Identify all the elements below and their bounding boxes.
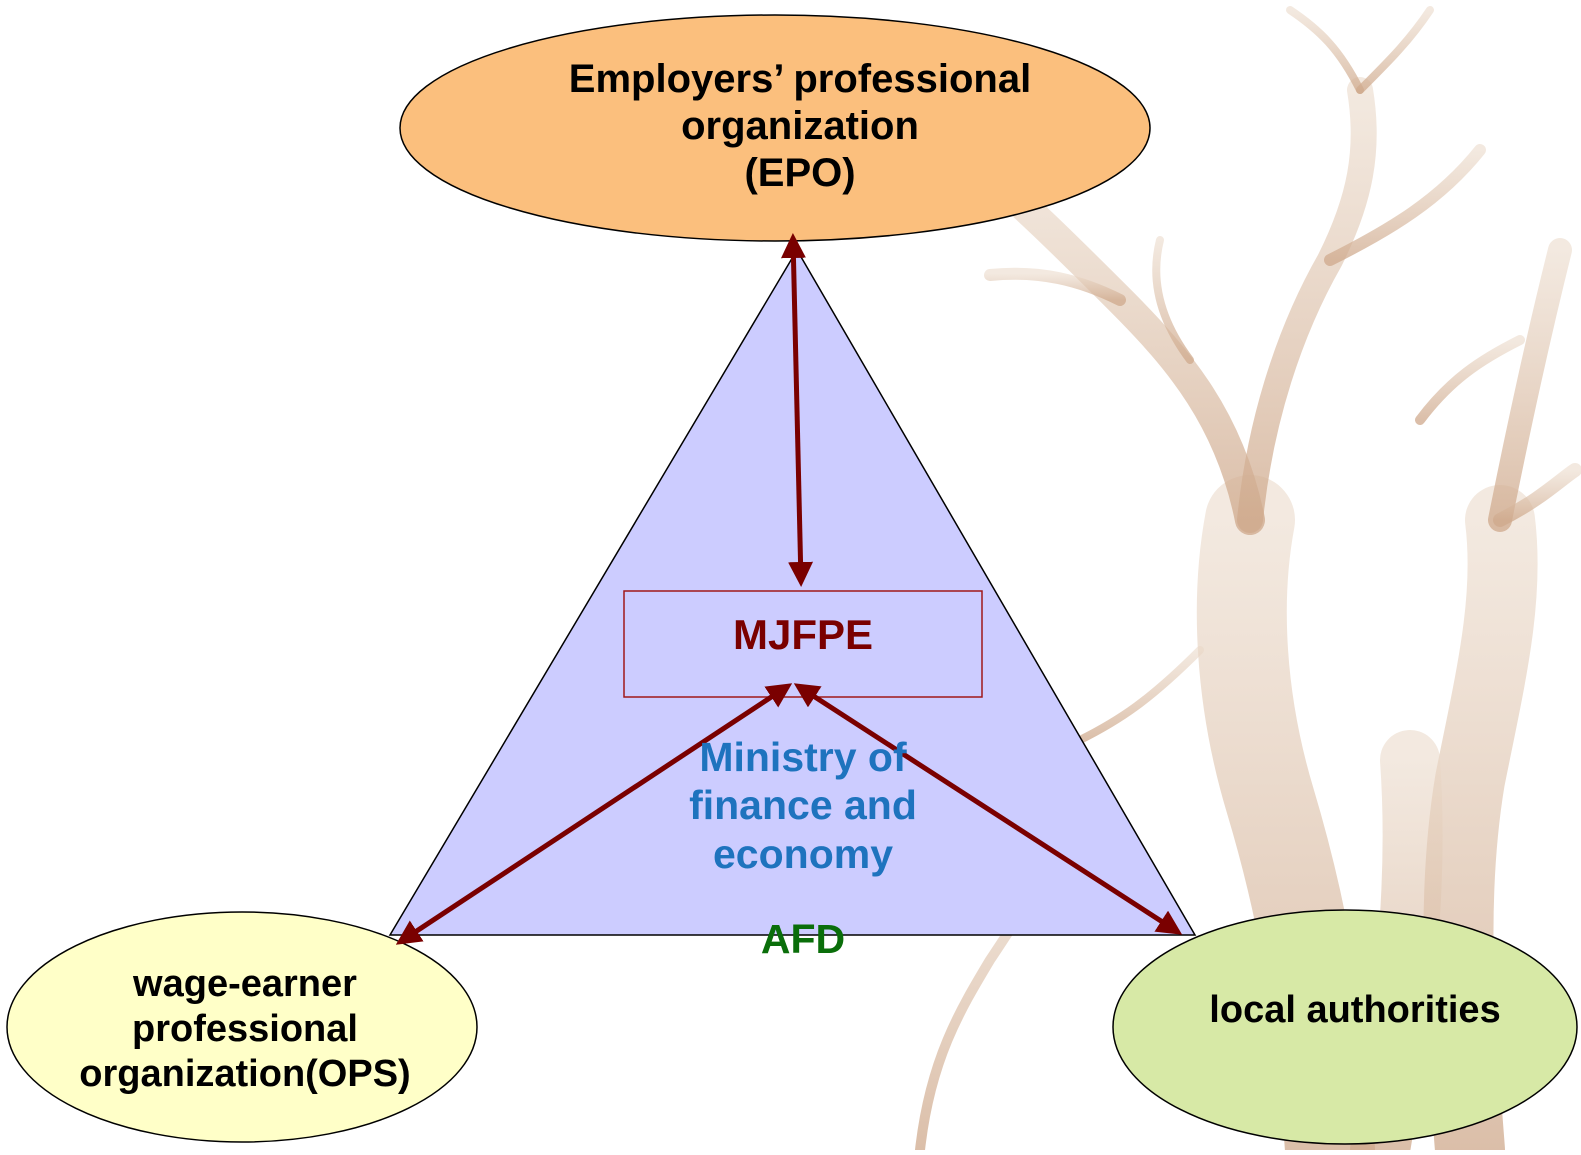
- epo-label: Employers’ professional organization (EP…: [568, 57, 1032, 196]
- ops-ellipse: [6, 911, 478, 1143]
- local-authorities-label: local authorities: [1209, 989, 1501, 1031]
- afd-label: AFD: [760, 916, 846, 962]
- ops-label: wage-earner professional organization(OP…: [79, 963, 411, 1095]
- mjfpe-label: MJFPE: [732, 611, 874, 658]
- arrow-epo-mjfpe: [780, 233, 814, 587]
- arrow-ops-mjfpe: [395, 683, 793, 945]
- ministry-label: Ministry of finance and economy: [689, 734, 917, 877]
- arrows: [395, 233, 1183, 945]
- epo-ellipse: [399, 14, 1151, 242]
- local-authorities-ellipse: [1112, 909, 1578, 1145]
- arrow-local-mjfpe: [793, 683, 1183, 935]
